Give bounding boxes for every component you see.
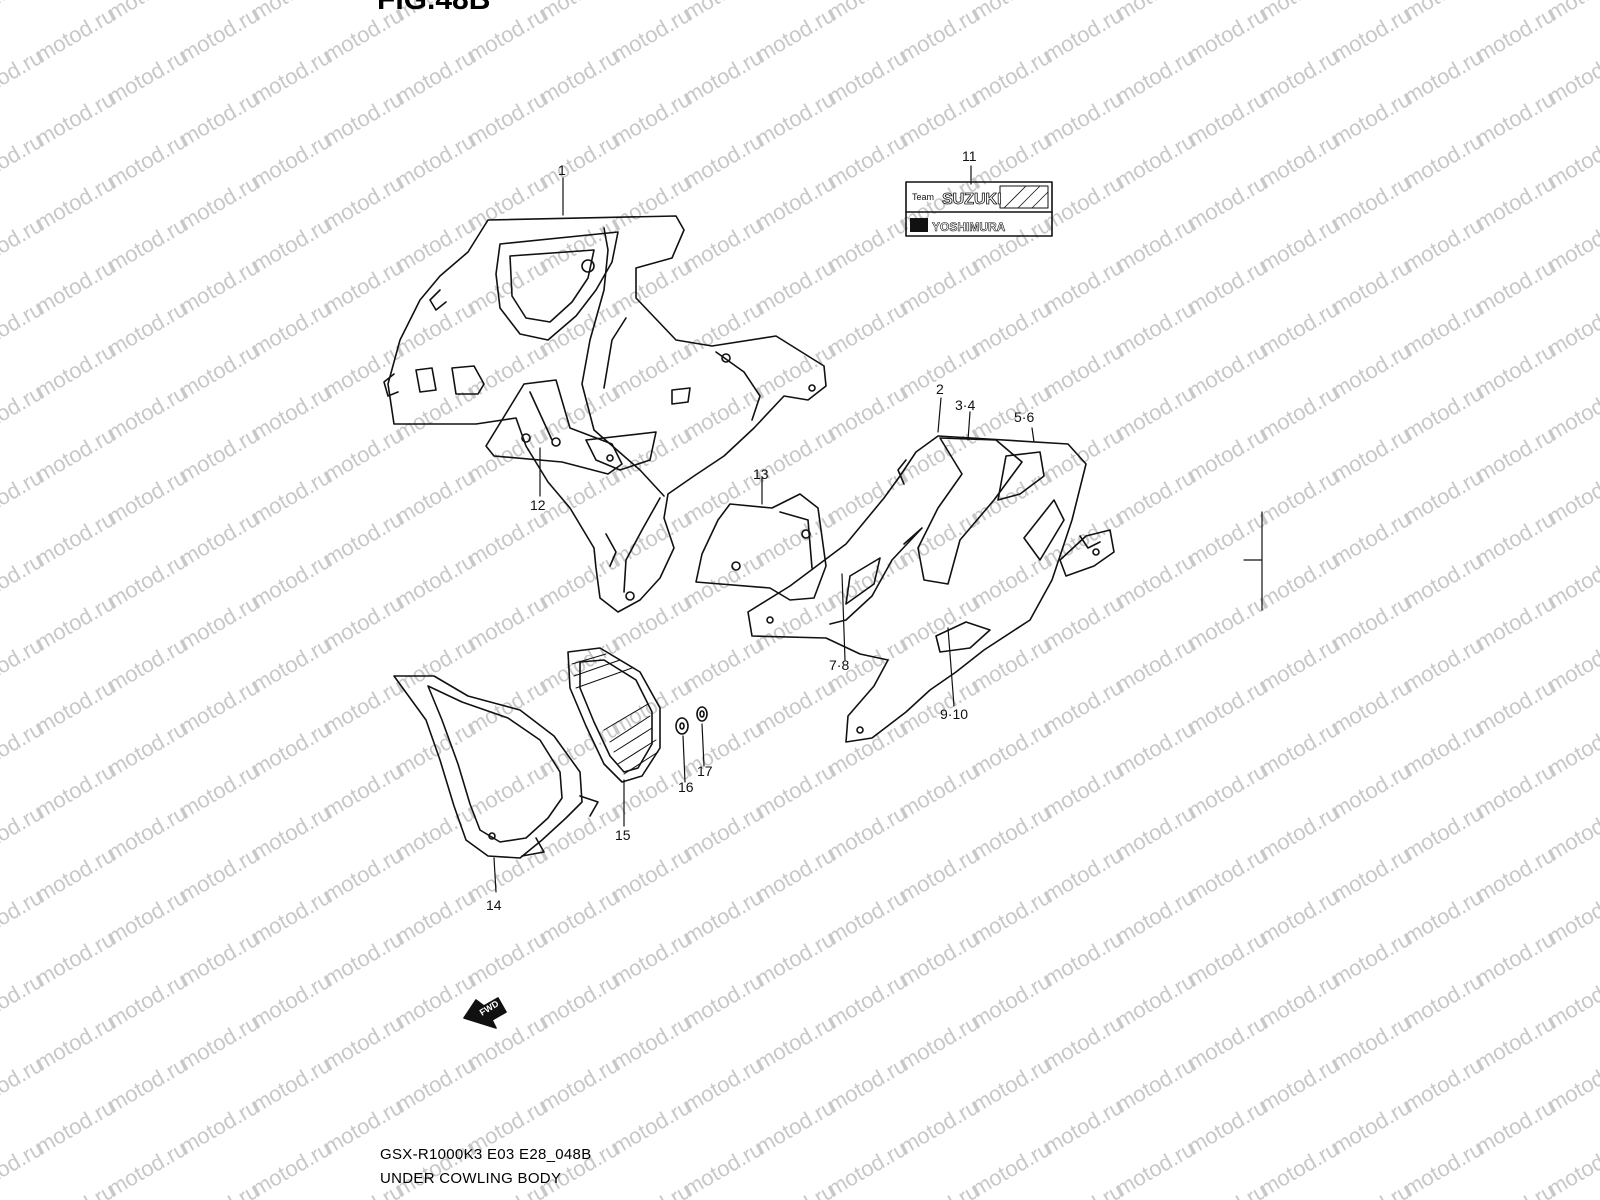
part-1-side-cowling [383,215,827,613]
callout-7-8: 7·8 [829,657,849,673]
callout-16: 16 [678,779,694,795]
part-12-bracket [485,379,623,475]
part-13-inner-panel [695,493,827,601]
callout-17: 17 [697,763,713,779]
decal-sponsor-text: YOSHIMURA [932,220,1006,234]
part-2-under-cowling [747,435,1115,743]
margin-mark [1243,511,1263,611]
part-11-decal [905,181,1053,237]
callout-9-10: 9·10 [940,706,968,722]
part-15-mesh-grille [567,647,661,783]
decal-team-text: Team [912,192,934,202]
callout-12: 12 [530,497,546,513]
fwd-arrow-icon [463,997,507,1029]
part-14-lower-duct [393,675,599,859]
part-16-washer [675,717,689,735]
callout-14: 14 [486,897,502,913]
callout-1: 1 [558,162,566,178]
callout-2: 2 [936,381,944,397]
figure-title: FIG.48B [377,0,490,17]
callout-15: 15 [615,827,631,843]
callout-3-4: 3·4 [955,397,975,413]
part-17-nut [696,706,708,722]
callout-5-6: 5·6 [1014,409,1034,425]
callout-13: 13 [753,466,769,482]
decal-brand-text: SUZUKI [942,191,1002,208]
section-title: UNDER COWLING BODY [380,1170,562,1187]
leader-lines [493,165,1035,893]
callout-11: 11 [962,148,977,164]
model-code: GSX-R1000K3 E03 E28_048B [380,1146,592,1163]
